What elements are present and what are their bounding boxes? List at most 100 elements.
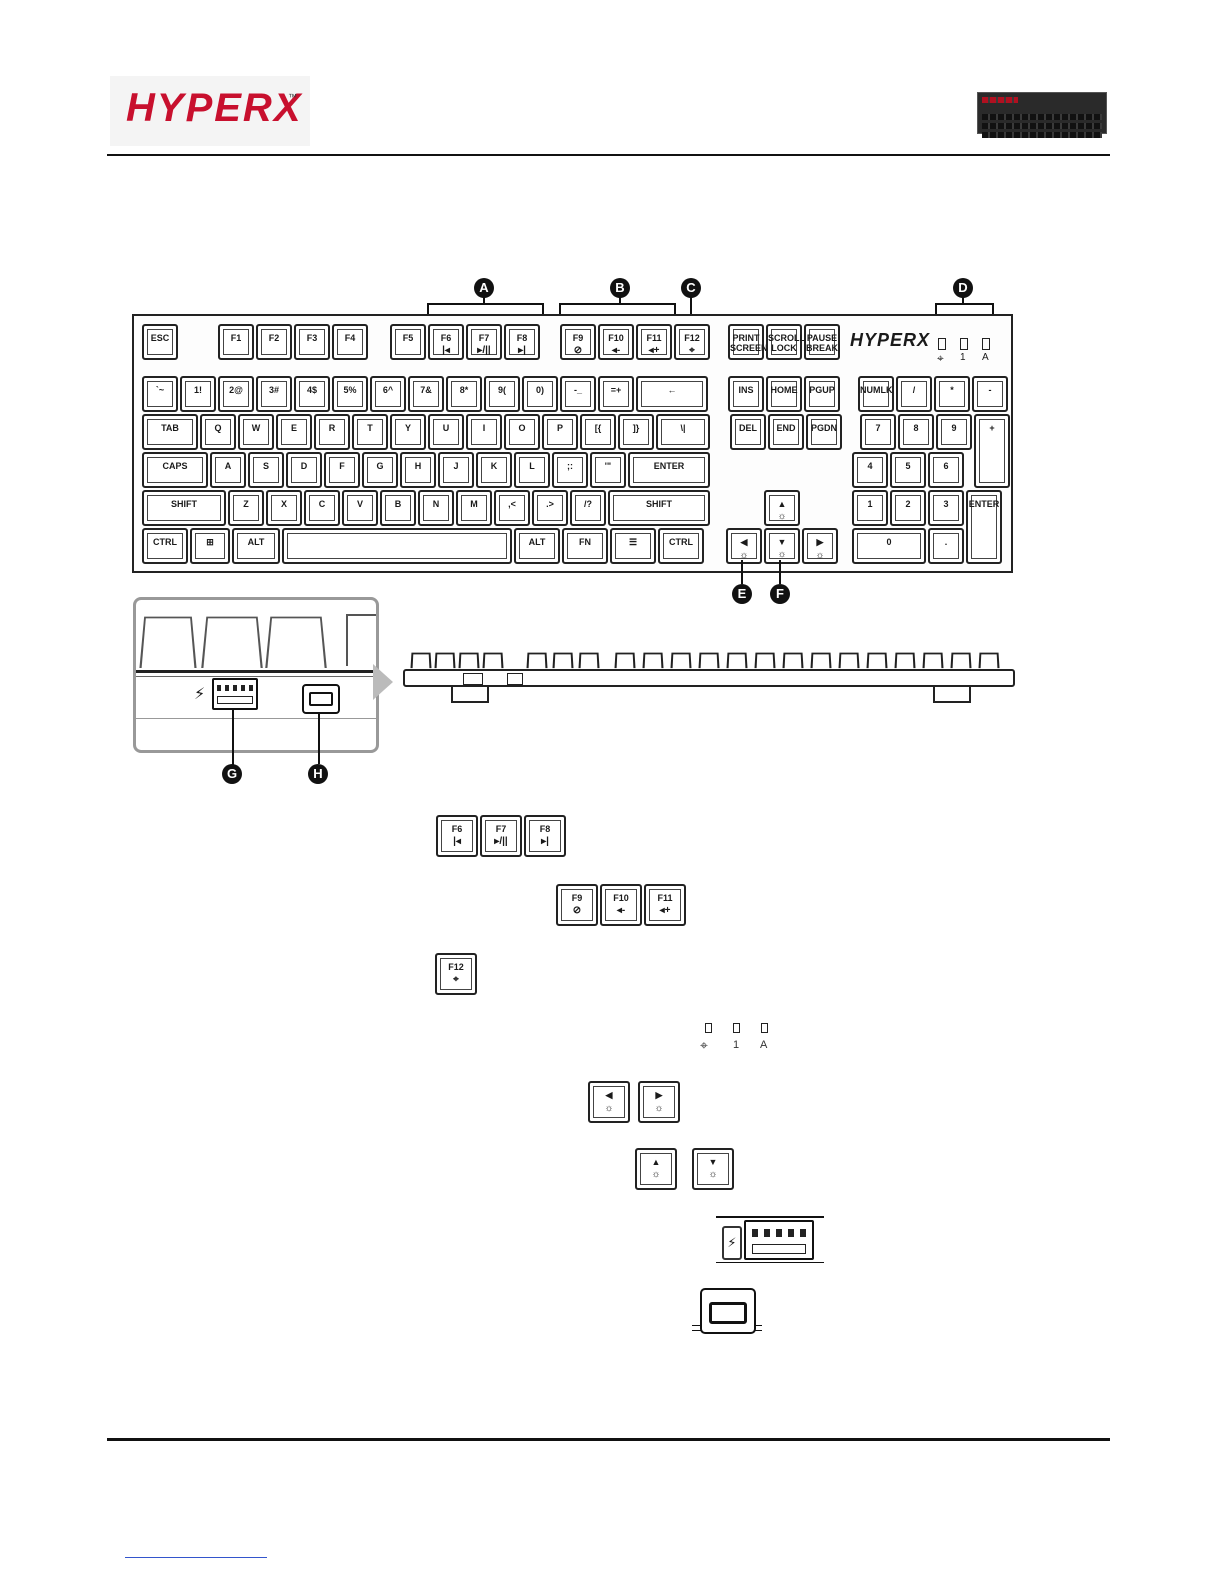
side-keycap (754, 652, 776, 669)
key-f3: F3 (294, 324, 330, 360)
key-row4-16: ENTER (966, 490, 1002, 564)
callout-g: G (222, 764, 242, 784)
key-row5-11-label: 0 (886, 537, 892, 547)
key-row1-2: 2@ (218, 376, 254, 412)
key-row1-3-label: 3# (268, 385, 279, 395)
key-row2-16-label: PGDN (810, 423, 837, 433)
legend-a-key-2: F8▸| (524, 815, 566, 857)
key-row1-11: -_ (560, 376, 596, 412)
side-keycap (578, 652, 600, 669)
legend-e-key-1-label: ▶ (655, 1090, 663, 1100)
legend-f-key-0-label: ▲ (651, 1157, 661, 1167)
key-row4-11-label: SHIFT (646, 499, 672, 509)
legend-f-key-0: ▲☼ (635, 1148, 677, 1190)
led-caps-lock (982, 338, 990, 350)
key-row5-4: ALT (514, 528, 560, 564)
key-row3-11: '" (590, 452, 626, 488)
key-row3-10: ;: (552, 452, 588, 488)
footer-rule (107, 1438, 1110, 1441)
key-f11: F11 ◂+ (636, 324, 672, 360)
key-row2-3: E (276, 414, 312, 450)
key-row1-14-label: INS (738, 385, 754, 395)
key-row5-4-label: ALT (528, 537, 546, 547)
side-keycap (726, 652, 748, 669)
keyboard-brand: HYPERX (850, 330, 931, 350)
key-row2-6: Y (390, 414, 426, 450)
key-row4-9: .> (532, 490, 568, 526)
side-keycap (838, 652, 860, 669)
key-row3-12-label: ENTER (653, 461, 685, 471)
key-row1-2-label: 2@ (229, 385, 243, 395)
foot-left (451, 687, 489, 703)
bracket-b (559, 303, 676, 323)
key-f11-icon: ◂+ (648, 345, 660, 356)
key-row2-13: \| (656, 414, 710, 450)
key-f1-label: F1 (230, 333, 242, 343)
footer-link-underline (125, 1557, 267, 1558)
key-f11-label: F11 (646, 333, 662, 343)
key-row4-7-label: M (470, 499, 478, 509)
legend-e-key-0-label: ◀ (605, 1090, 613, 1100)
side-keycap (642, 652, 664, 669)
key-row5-8-icon: ☼ (739, 550, 749, 561)
led-game-mode (938, 338, 946, 350)
key-row2-16: PGDN (806, 414, 842, 450)
key-f6-label: F6 (440, 333, 452, 343)
legend-c-key-0-icon: ⌖ (453, 974, 459, 985)
legend-b-key-2-icon: ◂+ (659, 905, 671, 916)
key-row1-1: 1! (180, 376, 216, 412)
key-row1-10-label: 0) (535, 385, 544, 395)
key-f9: F9⊘ (560, 324, 596, 360)
logo-text: HYPERX (126, 86, 303, 130)
key-row1-4: 4$ (294, 376, 330, 412)
key-row2-17: 7 (860, 414, 896, 450)
key-row1-13-label: ← (667, 385, 677, 395)
key-row2-7-label: U (442, 423, 450, 433)
key-row4-6: N (418, 490, 454, 526)
key-row2-6-label: Y (404, 423, 411, 433)
legend-b-key-1-label: F10 (613, 893, 629, 903)
key-row1-4-label: 4$ (306, 385, 317, 395)
key-row5-10-icon: ☼ (815, 550, 825, 561)
key-row3-9: L (514, 452, 550, 488)
key-row5-2-label: ALT (247, 537, 265, 547)
legend-c-key-0: F12⌖ (435, 953, 477, 995)
mini-usb-port (302, 684, 340, 714)
led-num-lock (960, 338, 968, 350)
key-pause-break: PAUSE BREAK (804, 324, 840, 360)
key-row2-5-label: T (367, 423, 373, 433)
key-row4-0: SHIFT (142, 490, 226, 526)
key-row2-0-label: TAB (161, 423, 179, 433)
key-row2-17-label: 7 (875, 423, 881, 433)
legend-led-1 (705, 1023, 712, 1033)
legend-b-key-2: F11◂+ (644, 884, 686, 926)
legend-a-key-2-label: F8 (539, 824, 551, 834)
key-row1-13: ← (636, 376, 708, 412)
key-row3-2-label: S (262, 461, 269, 471)
legend-b-key-0: F9⊘ (556, 884, 598, 926)
key-row4-14: 2 (890, 490, 926, 526)
key-row4-14-label: 2 (905, 499, 911, 509)
key-row1-16-label: PGUP (809, 385, 835, 395)
key-row3-12: ENTER (628, 452, 710, 488)
key-row3-15-label: 6 (943, 461, 949, 471)
key-scroll-lock: SCROLL LOCK (766, 324, 805, 360)
bracket-a-stem (483, 295, 485, 304)
key-row2-14-label: DEL (739, 423, 757, 433)
keyboard-thumbnail (977, 92, 1107, 138)
key-row2-12: ]} (618, 414, 654, 450)
key-row2-4-label: R (328, 423, 336, 433)
key-row4-8-label: ,< (508, 499, 516, 509)
callout-d: D (953, 278, 973, 298)
key-scroll-lock-label: SCROLL LOCK (768, 333, 805, 353)
key-f12-label: F12 (684, 333, 700, 343)
key-row2-11: [{ (580, 414, 616, 450)
key-row5-0-label: CTRL (153, 537, 177, 547)
key-row4-0-label: SHIFT (171, 499, 197, 509)
callout-f-line (779, 560, 781, 584)
key-row2-9: O (504, 414, 540, 450)
key-row2-7: U (428, 414, 464, 450)
key-row4-5-label: B (394, 499, 402, 509)
key-f8-icon: ▸| (518, 345, 526, 356)
